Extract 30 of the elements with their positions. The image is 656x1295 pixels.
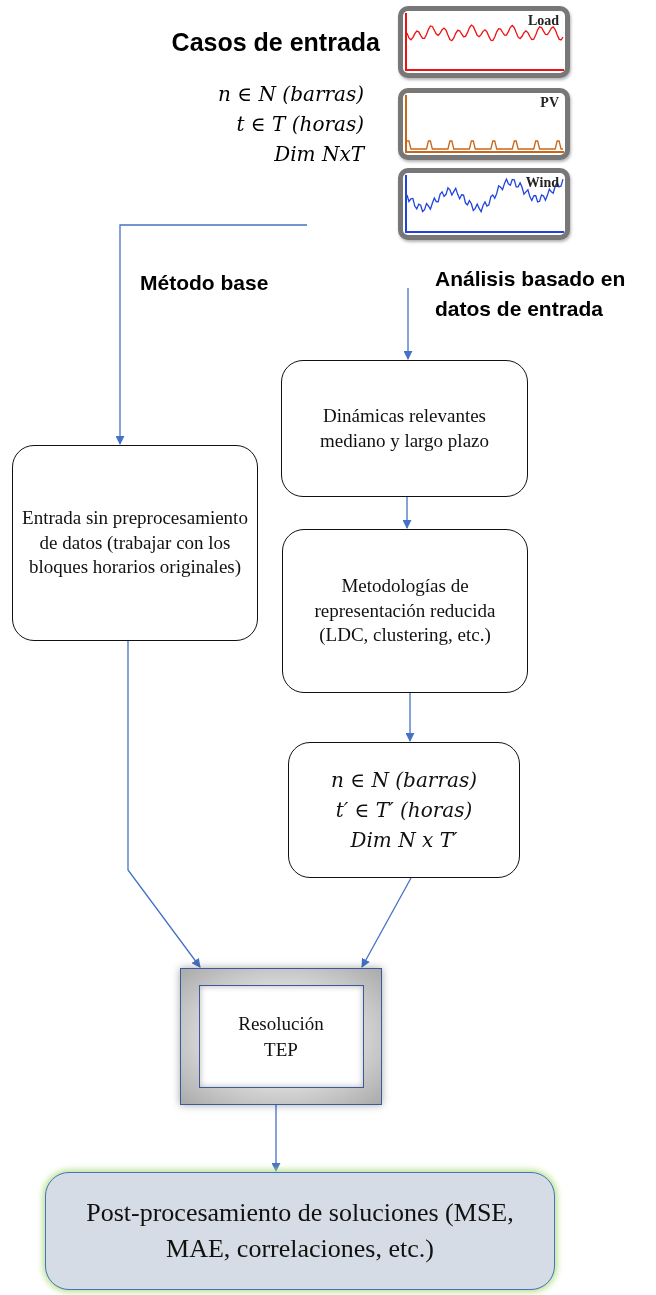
arrow — [115, 224, 308, 445]
edge-label: Análisis basado en datos de entrada — [435, 266, 627, 323]
process-box — [180, 968, 382, 1105]
formula-text: Dim N x T′ — [350, 827, 458, 854]
process-box — [281, 360, 528, 497]
arrow — [361, 877, 412, 968]
arrow — [405, 692, 415, 742]
result-box — [45, 1172, 555, 1290]
process-box — [282, 529, 528, 693]
arrow — [402, 496, 412, 529]
arrow — [127, 640, 201, 968]
box-text: Dinámicas relevantes mediano y largo plazo — [319, 403, 490, 453]
box-text: Entrada sin preprocesamiento de datos (trabajar con los bloques horarios originales) — [21, 505, 249, 580]
formula-text: t′ ∈ T′ (horas) — [335, 797, 473, 824]
box-text: Post-procesamiento de soluciones (MSE, MAE, correlaciones, etc.) — [85, 1196, 515, 1265]
formula-text: n ∈ N (barras) — [331, 767, 477, 794]
arrow — [271, 1104, 281, 1172]
formula-text: t ∈ T (horas) — [235, 112, 364, 136]
chart-label: Wind — [525, 175, 559, 191]
box-text: Resolución TEP — [237, 1011, 325, 1062]
process-box — [288, 742, 520, 878]
formula-text: n ∈ N (barras) — [217, 82, 364, 106]
chart-label: Load — [527, 13, 559, 29]
edge-label: Método base — [140, 270, 270, 296]
title: Casos de entrada — [170, 28, 380, 57]
formula-text: Dim NxT — [273, 142, 364, 166]
process-box — [12, 445, 258, 641]
box-text: Metodologías de representación reducida (LDC, clustering, etc.) — [313, 573, 497, 648]
chart-label: PV — [540, 95, 559, 111]
arrow — [403, 287, 413, 360]
